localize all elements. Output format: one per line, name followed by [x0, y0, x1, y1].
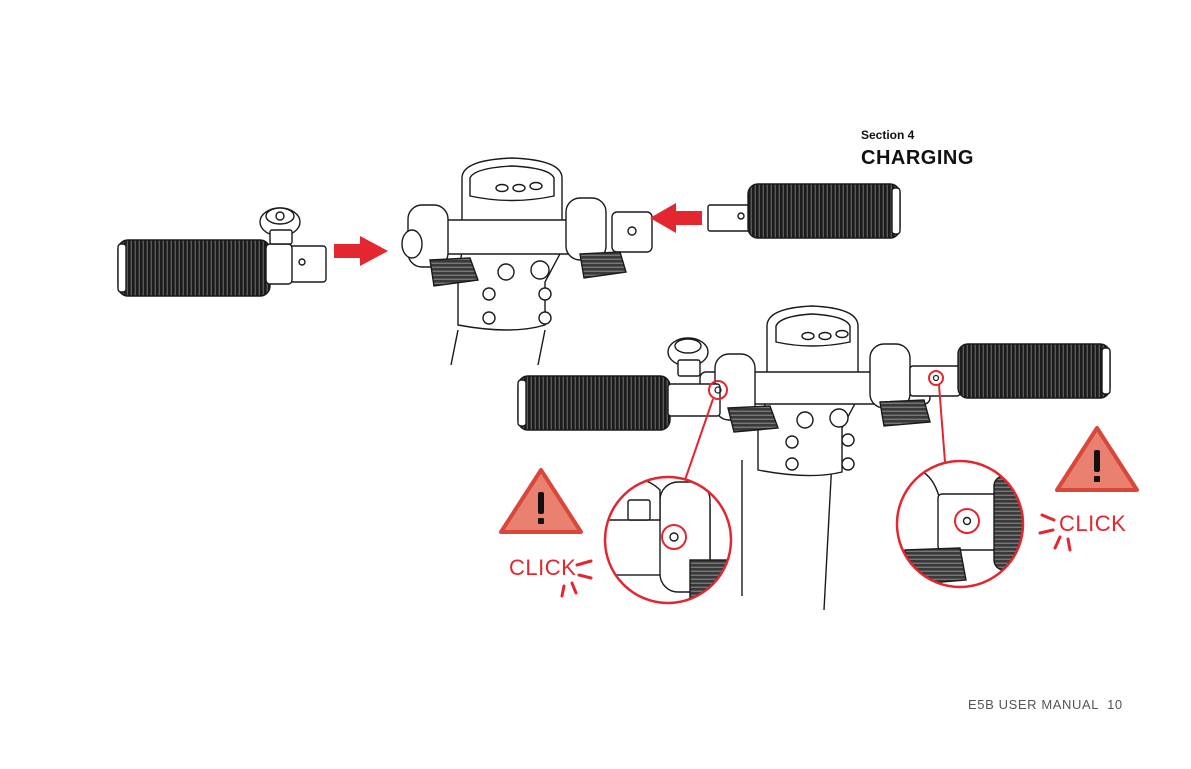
- warning-triangle-icon: [499, 468, 583, 534]
- click-burst-icon: [560, 559, 593, 598]
- detail-magnifier-right: [895, 459, 1025, 589]
- bottom-stem-assembly: [517, 305, 1111, 611]
- top-stem-assembly: [401, 157, 653, 366]
- page-number: 10: [1107, 697, 1123, 712]
- screw-markers: [684, 370, 946, 481]
- page-footer: E5B USER MANUAL 10: [968, 697, 1123, 712]
- warning-triangle-icon: [1055, 426, 1139, 492]
- right-grip: [707, 183, 901, 239]
- click-label-right: CLICK: [1059, 511, 1127, 536]
- arrow-left-icon: [650, 203, 702, 233]
- arrow-right-icon: [334, 236, 388, 266]
- left-grip-with-bell: [117, 207, 327, 297]
- click-label-left: CLICK: [509, 555, 577, 580]
- manual-title: E5B USER MANUAL: [968, 697, 1100, 712]
- detail-magnifier-left: [603, 475, 733, 605]
- click-burst-icon: [1038, 513, 1072, 552]
- section-label: Section 4: [861, 128, 915, 142]
- section-title: CHARGING: [861, 147, 974, 169]
